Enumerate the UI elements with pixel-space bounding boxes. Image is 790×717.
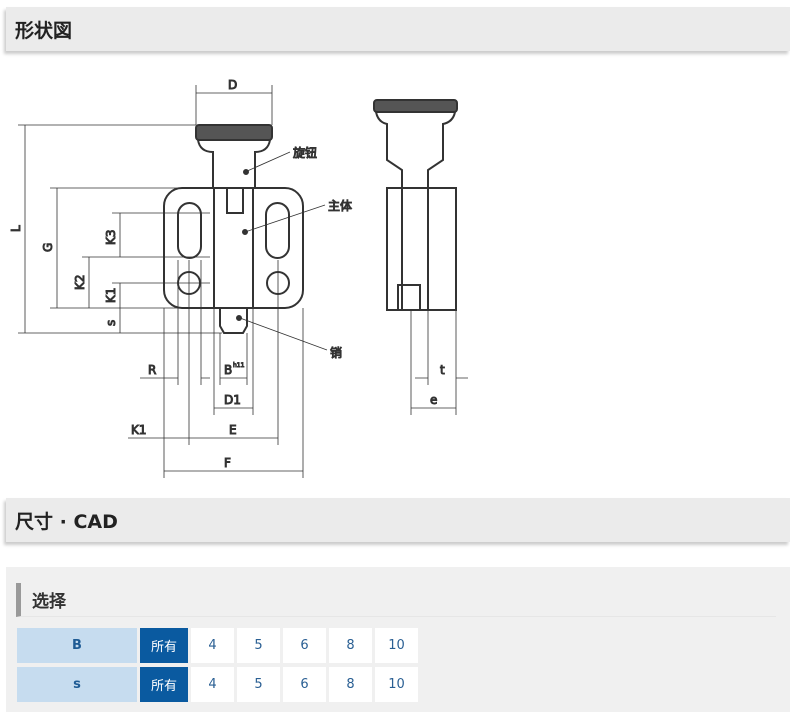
side-view xyxy=(373,99,458,311)
dim-label-F: F xyxy=(224,456,231,470)
front-view xyxy=(163,124,304,334)
dim-label-G: G xyxy=(41,243,55,252)
filter-option[interactable]: 10 xyxy=(375,667,418,702)
filter-row-s: s 所有 4 5 6 8 10 xyxy=(17,667,418,702)
filter-option[interactable]: 5 xyxy=(237,628,280,663)
filter-option-all[interactable]: 所有 xyxy=(140,667,188,702)
dim-label-D: D xyxy=(228,78,237,92)
callout-body: 主体 xyxy=(328,199,352,213)
callout-dots xyxy=(236,169,249,321)
dim-label-L: L xyxy=(9,225,23,232)
dim-label-B-tolerance: h11 xyxy=(233,362,245,369)
filter-option[interactable]: 8 xyxy=(329,628,372,663)
filter-row-B: B 所有 4 5 6 8 10 xyxy=(17,628,418,663)
dim-label-B: B xyxy=(224,363,232,377)
section-header-shape: 形状図 xyxy=(6,7,790,51)
filter-option[interactable]: 10 xyxy=(375,628,418,663)
selection-title: 选择 xyxy=(16,583,776,617)
dimension-lines xyxy=(18,85,468,478)
dim-label-t: t xyxy=(440,363,445,377)
filter-option[interactable]: 4 xyxy=(191,667,234,702)
filter-option[interactable]: 8 xyxy=(329,667,372,702)
dim-label-K3: K3 xyxy=(104,229,118,245)
dim-label-R: R xyxy=(148,363,156,377)
technical-drawing: D L G K3 K2 K1 s R B h11 D1 K1 E F t e 旋… xyxy=(9,78,468,478)
dim-label-E: E xyxy=(229,423,237,437)
callout-knob: 旋钮 xyxy=(293,145,317,160)
filter-option[interactable]: 5 xyxy=(237,667,280,702)
dim-label-D1: D1 xyxy=(224,393,241,407)
dim-label-K1: K1 xyxy=(104,287,118,303)
filter-option[interactable]: 4 xyxy=(191,628,234,663)
selection-panel: 选择 B 所有 4 5 6 8 10 s 所有 4 5 6 8 10 xyxy=(6,567,790,712)
filter-option[interactable]: 6 xyxy=(283,628,326,663)
callout-pin: 销 xyxy=(330,346,342,360)
filter-option-all[interactable]: 所有 xyxy=(140,628,188,663)
filter-option[interactable]: 6 xyxy=(283,667,326,702)
filter-label: s xyxy=(17,667,137,702)
dim-label-K2: K2 xyxy=(73,274,87,290)
section-header-dims: 尺寸 · CAD xyxy=(6,498,790,542)
dim-label-e: e xyxy=(430,393,437,407)
dim-label-s: s xyxy=(104,320,118,326)
dim-label-K1-bottom: K1 xyxy=(131,423,147,437)
filter-label: B xyxy=(17,628,137,663)
